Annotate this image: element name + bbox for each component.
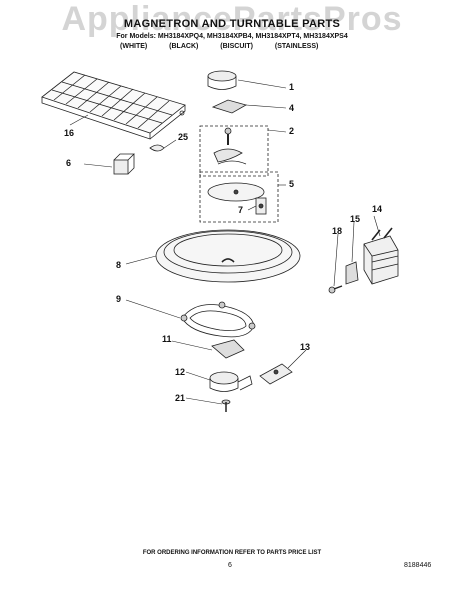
callout-6: 6 (66, 158, 72, 168)
callout-8: 8 (116, 260, 122, 270)
callout-9: 9 (116, 294, 122, 304)
roller-ring-part (180, 301, 256, 338)
callout-2: 2 (289, 126, 295, 136)
clip-part (149, 144, 165, 152)
color-black: (BLACK) (169, 43, 199, 50)
color-white: (WHITE) (120, 43, 148, 50)
thermostat-bracket-part (345, 261, 359, 285)
wire-rack-part (41, 71, 186, 140)
watermark: AppliancePartsPros (61, 0, 403, 38)
callout-13: 13 (300, 342, 311, 352)
screw-part (221, 399, 231, 412)
turntable-coupling-part (211, 339, 245, 359)
stirrer-assembly (199, 125, 269, 177)
callout-21: 21 (175, 393, 186, 403)
thermal-cutout-part (259, 363, 293, 385)
mounting-plate-part (211, 99, 248, 114)
turntable-tray-part (155, 229, 301, 283)
ordering-note: FOR ORDERING INFORMATION REFER TO PARTS … (142, 550, 322, 556)
callout-12: 12 (175, 367, 186, 377)
coupler-part (113, 153, 135, 175)
diagram-title: MAGNETRON AND TURNTABLE PARTS (123, 18, 341, 30)
magnetron-part (363, 227, 399, 285)
callout-5: 5 (289, 179, 295, 189)
callout-7: 7 (238, 205, 244, 215)
callout-25: 25 (178, 132, 189, 142)
color-stainless: (STAINLESS) (274, 43, 319, 50)
models-line: For Models: MH3184XPQ4, MH3184XPB4, MH31… (116, 33, 348, 40)
document-number: 8188446 (404, 562, 432, 569)
callout-18: 18 (332, 226, 343, 236)
color-biscuit: (BISCUIT) (220, 43, 253, 50)
magnetron-screw-part (328, 285, 343, 294)
stirrer-motor-part (207, 70, 237, 90)
callout-11: 11 (162, 334, 172, 344)
callout-15: 15 (350, 214, 361, 224)
color-list: (WHITE) (BLACK) (BISCUIT) (STAINLESS) (120, 43, 338, 50)
callout-1: 1 (289, 82, 295, 92)
stirrer-disc-assembly (199, 171, 279, 223)
callout-4: 4 (289, 103, 295, 113)
callout-16: 16 (64, 128, 75, 138)
page-number: 6 (228, 562, 232, 569)
callout-14: 14 (372, 204, 383, 214)
turntable-motor-part (209, 371, 253, 392)
